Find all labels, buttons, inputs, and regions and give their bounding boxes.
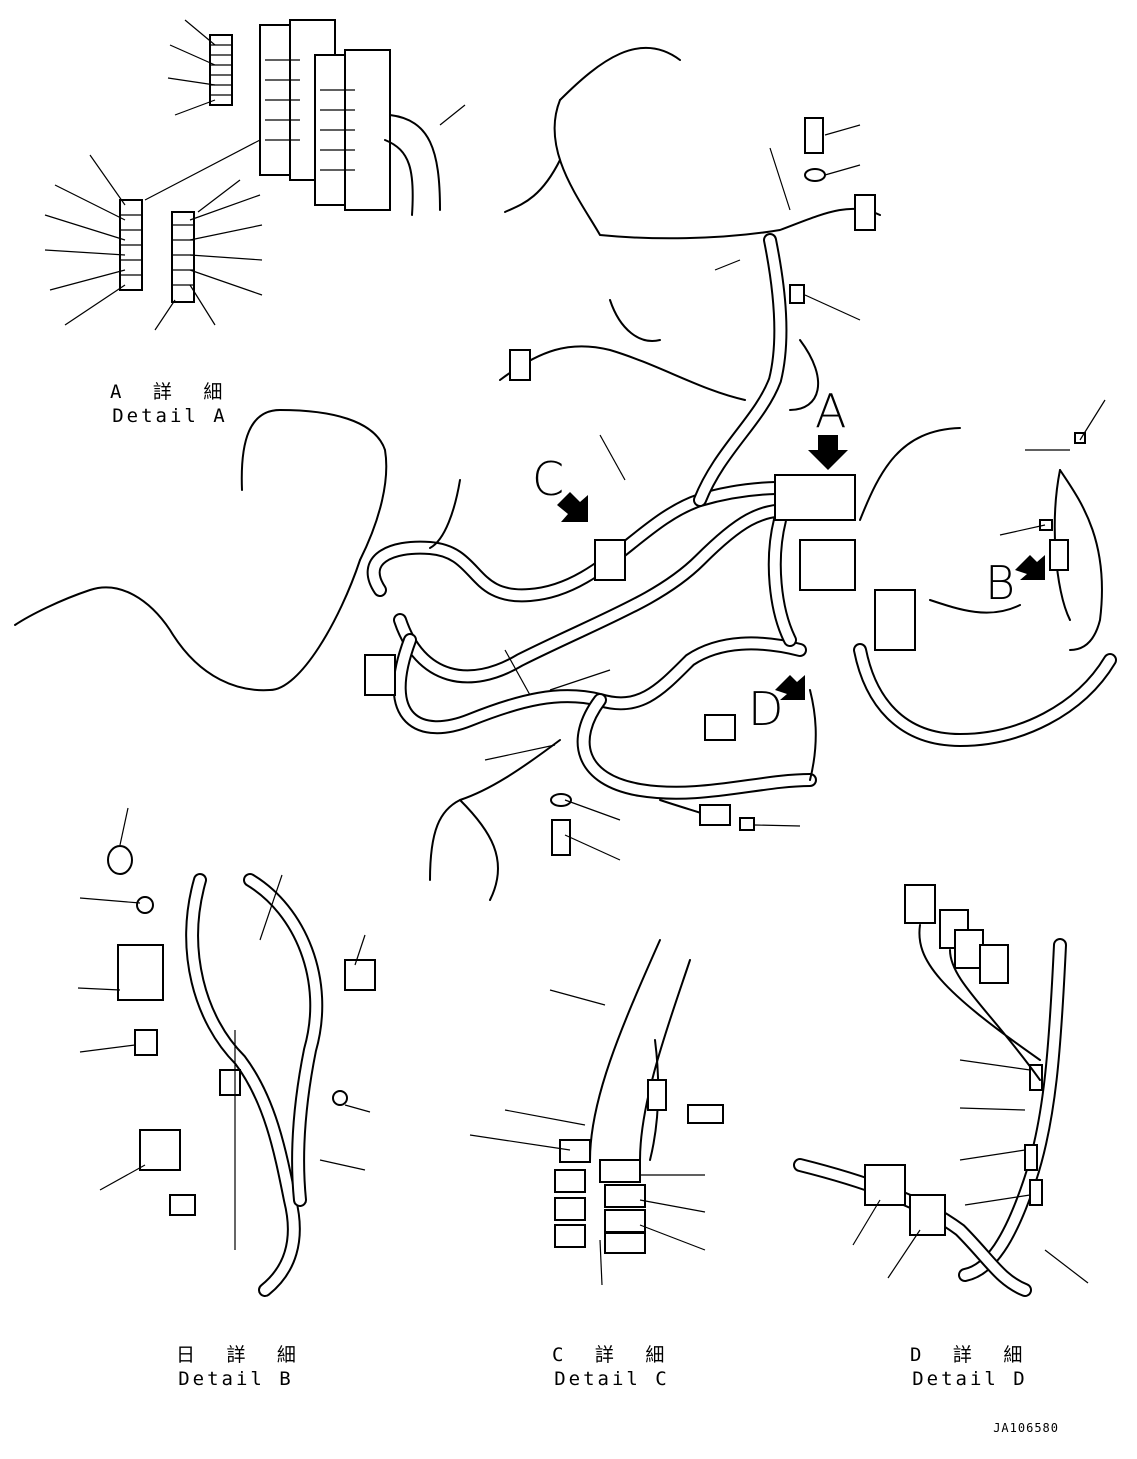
callout-d: D	[748, 682, 784, 736]
detail-b-caption: 日 詳 細 Detail B	[176, 1343, 296, 1391]
drawing-id: JA106580	[993, 1421, 1059, 1435]
callout-a: A	[815, 384, 847, 438]
detail-a-caption-en: Detail A	[112, 405, 228, 427]
detail-c-caption: C 詳 細 Detail C	[552, 1343, 672, 1391]
callout-b: B	[985, 556, 1016, 610]
detail-c-drawing	[469, 939, 724, 1286]
detail-d-caption: D 詳 細 Detail D	[910, 1343, 1030, 1391]
detail-b-caption-jp: 日 詳 細	[176, 1344, 306, 1366]
detail-b-caption-en: Detail B	[178, 1368, 294, 1390]
detail-d-caption-jp: D 詳 細	[910, 1344, 1033, 1366]
detail-c-caption-jp: C 詳 細	[552, 1344, 675, 1366]
detail-a-drawing	[44, 19, 466, 331]
detail-a-caption-jp: A 詳 細	[110, 381, 233, 403]
detail-a-caption: A 詳 細 Detail A	[110, 380, 230, 428]
detail-d-drawing	[793, 884, 1089, 1297]
detail-c-caption-en: Detail C	[554, 1368, 670, 1390]
detail-d-caption-en: Detail D	[912, 1368, 1028, 1390]
callout-c: C	[532, 452, 565, 506]
detail-b-drawing	[77, 807, 376, 1297]
main-harness-drawing	[14, 46, 1117, 901]
